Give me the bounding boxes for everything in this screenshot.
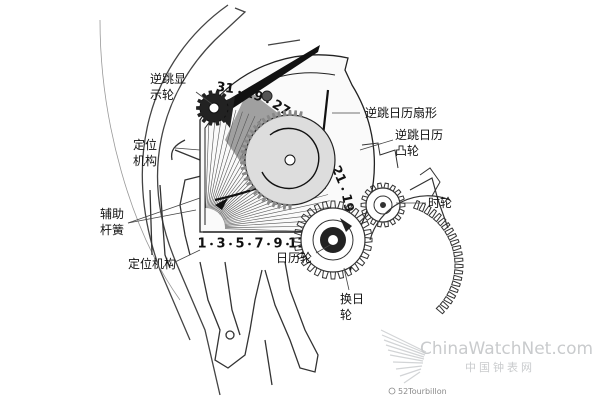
label-retrograde-date-sector: 逆跳日历扇形 [365, 105, 437, 120]
watermark-site: ChinaWatchNet.com [420, 339, 593, 359]
label-auxiliary-lever-spring-line1: 辅助 [100, 207, 124, 221]
watermark-source: 52Tourbillon [398, 387, 447, 396]
diagram-labels: 逆跳显 示轮 逆跳日历扇形 逆跳日历 凸轮 定位 机构 时轮 辅助 杆簧 日历轮… [100, 71, 452, 322]
hour-wheel [360, 182, 406, 228]
retrograde-date-cam [240, 90, 336, 210]
dial-separator-dot [229, 242, 232, 246]
label-positioning-mechanism-top-line2: 机构 [133, 153, 157, 168]
dial-separator-dot [286, 242, 289, 246]
dial-number: 7 [254, 237, 263, 252]
label-auxiliary-lever-spring-line2: 杆簧 [100, 222, 124, 237]
label-date-wheel: 日历轮 [276, 251, 312, 265]
dial-number: 9 [273, 237, 282, 252]
retrograde-display-wheel [196, 90, 232, 126]
label-retrograde-date-cam-line2: 凸轮 [395, 144, 419, 158]
label-date-change-wheel-line1: 换日 [340, 292, 364, 306]
dial-separator-dot [341, 187, 345, 191]
leader-lines [127, 91, 426, 291]
dial-number: 5 [235, 237, 244, 252]
watermark: ChinaWatchNet.com 中国钟表网 52Tourbillon [380, 329, 593, 396]
dial-separator-dot [248, 242, 251, 246]
dial-number: 3 [216, 237, 225, 252]
dial-number: 1 [197, 237, 206, 252]
label-date-change-wheel-line2: 轮 [340, 308, 352, 322]
label-retrograde-date-cam-line1: 逆跳日历 [395, 127, 443, 142]
watermark-logo-icon [380, 329, 427, 384]
label-retrograde-display-wheel-line1: 逆跳显 [150, 71, 186, 86]
label-positioning-mechanism-bottom: 定位机构 [128, 256, 176, 271]
watermark-site-cn: 中国钟表网 [465, 360, 535, 374]
watermark-source-icon [388, 387, 396, 395]
dial-separator-dot [267, 242, 270, 246]
dial-number: 31 [215, 80, 235, 97]
label-hour-wheel: 时轮 [428, 196, 452, 210]
dial-separator-dot [210, 242, 213, 246]
date-wheel [293, 200, 373, 280]
label-positioning-mechanism-top-line1: 定位 [133, 137, 157, 152]
label-retrograde-display-wheel-line2: 示轮 [150, 88, 174, 102]
date-change-wheel [361, 142, 464, 315]
